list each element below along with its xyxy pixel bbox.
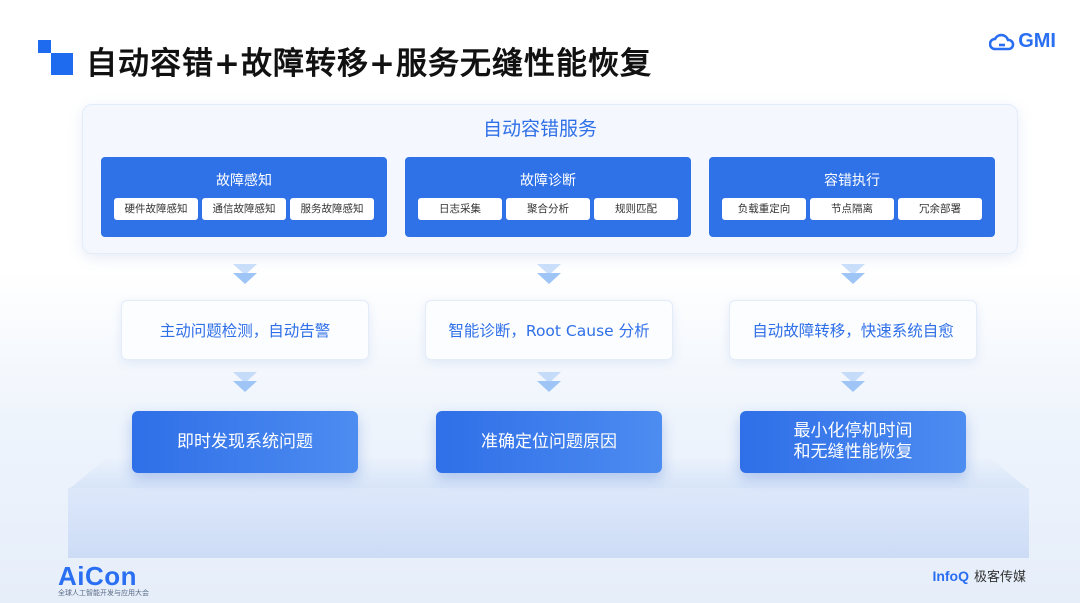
infoq-logo: InfoQ 极客传媒 bbox=[932, 566, 1026, 586]
module-title: 容错执行 bbox=[824, 173, 880, 189]
module-chip: 冗余部署 bbox=[898, 198, 982, 220]
title-mark-icon bbox=[38, 40, 74, 76]
module-chip: 通信故障感知 bbox=[202, 198, 286, 220]
gmi-logo: GMI bbox=[989, 30, 1056, 53]
module-title: 故障诊断 bbox=[520, 173, 576, 189]
down-arrow-icon bbox=[233, 372, 257, 396]
cloud-logo-icon bbox=[989, 33, 1015, 50]
module-chip: 服务故障感知 bbox=[290, 198, 374, 220]
module-fault-perception: 故障感知 硬件故障感知 通信故障感知 服务故障感知 bbox=[101, 157, 387, 237]
slide-title: 自动容错+故障转移+服务无缝性能恢复 bbox=[86, 46, 652, 82]
aicon-subtitle: 全球人工智能开发与应用大会 bbox=[58, 589, 149, 597]
down-arrow-icon bbox=[841, 372, 865, 396]
module-chip: 聚合分析 bbox=[506, 198, 590, 220]
gmi-logo-text: GMI bbox=[1018, 30, 1056, 52]
result-card: 准确定位问题原因 bbox=[436, 411, 662, 473]
down-arrow-icon bbox=[841, 264, 865, 288]
service-panel-title: 自动容错服务 bbox=[482, 118, 597, 140]
aicon-logo: AiCon bbox=[58, 561, 138, 591]
publisher-name: 极客传媒 bbox=[973, 570, 1026, 585]
detection-card: 主动问题检测，自动告警 bbox=[121, 300, 369, 360]
result-card: 即时发现系统问题 bbox=[132, 411, 358, 473]
platform-base bbox=[68, 488, 1029, 558]
down-arrow-icon bbox=[537, 372, 561, 396]
result-text: 准确定位问题原因 bbox=[481, 431, 617, 452]
module-fault-diagnosis: 故障诊断 日志采集 聚合分析 规则匹配 bbox=[405, 157, 691, 237]
failover-card: 自动故障转移，快速系统自愈 bbox=[729, 300, 977, 360]
module-chip: 负载重定向 bbox=[722, 198, 806, 220]
module-title: 故障感知 bbox=[216, 173, 272, 189]
result-card: 最小化停机时间 和无缝性能恢复 bbox=[740, 411, 966, 473]
module-fault-execution: 容错执行 负载重定向 节点隔离 冗余部署 bbox=[709, 157, 995, 237]
module-chip: 日志采集 bbox=[418, 198, 502, 220]
result-text: 最小化停机时间 bbox=[793, 421, 913, 441]
diagnosis-card: 智能诊断，Root Cause 分析 bbox=[425, 300, 673, 360]
module-chip: 规则匹配 bbox=[594, 198, 678, 220]
down-arrow-icon bbox=[233, 264, 257, 288]
result-text: 即时发现系统问题 bbox=[177, 431, 313, 452]
result-text: 和无缝性能恢复 bbox=[793, 442, 913, 462]
down-arrow-icon bbox=[537, 264, 561, 288]
module-chip: 节点隔离 bbox=[810, 198, 894, 220]
infoq-logo-text: InfoQ bbox=[932, 567, 969, 584]
module-chip: 硬件故障感知 bbox=[114, 198, 198, 220]
